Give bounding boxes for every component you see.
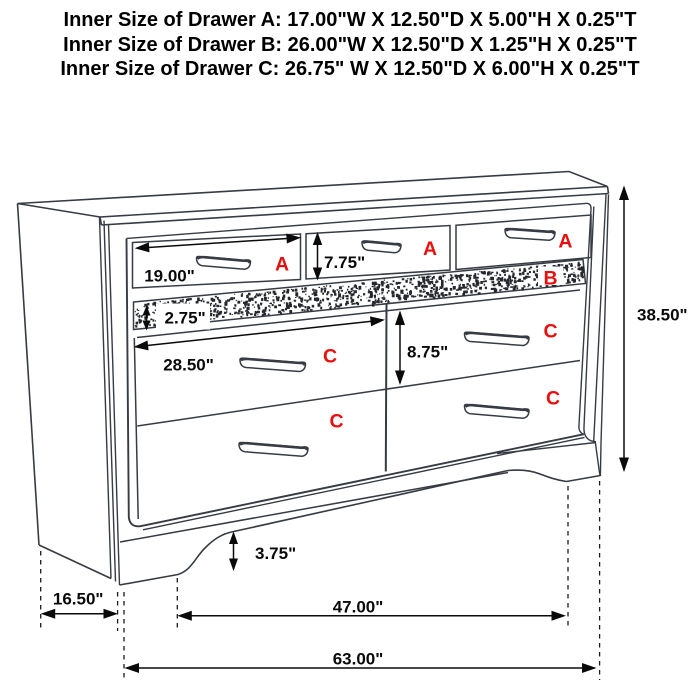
svg-text:19.00": 19.00" [144, 266, 195, 285]
svg-text:8.75": 8.75" [407, 343, 448, 362]
svg-text:C: C [543, 320, 557, 342]
svg-text:A: A [558, 230, 572, 252]
svg-text:3.75": 3.75" [255, 544, 296, 563]
svg-text:2.75": 2.75" [165, 309, 206, 328]
svg-text:C: C [323, 346, 337, 368]
svg-text:A: A [423, 238, 437, 260]
svg-text:7.75": 7.75" [324, 253, 365, 272]
svg-text:C: C [546, 387, 560, 409]
svg-text:B: B [543, 268, 557, 290]
svg-text:28.50": 28.50" [163, 356, 214, 375]
svg-text:63.00": 63.00" [333, 650, 384, 669]
svg-text:A: A [275, 253, 289, 275]
svg-text:C: C [330, 410, 344, 432]
svg-text:38.50": 38.50" [637, 306, 688, 325]
svg-text:16.50": 16.50" [53, 590, 104, 609]
svg-text:47.00": 47.00" [333, 598, 384, 617]
